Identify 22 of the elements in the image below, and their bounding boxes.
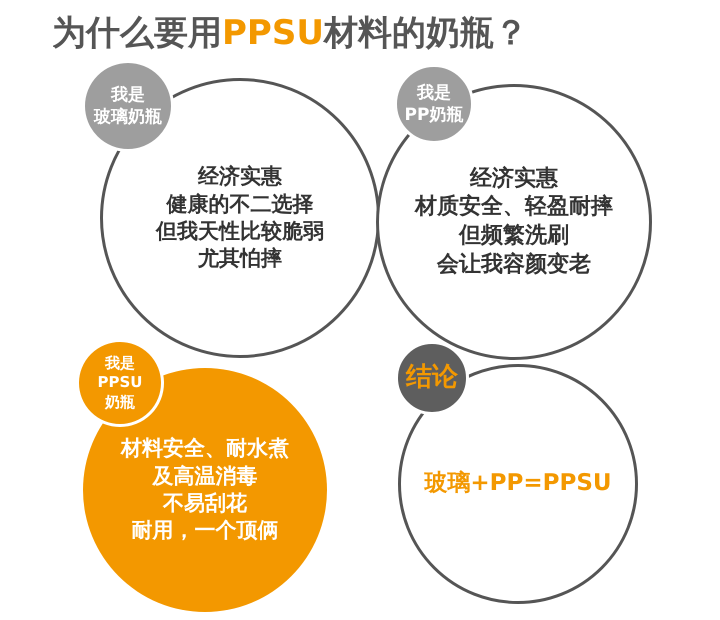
circle-text: 尤其怕摔 <box>198 245 282 272</box>
circle-text: PPSU <box>98 373 142 393</box>
circle-text: 我是 <box>417 82 451 104</box>
circle-text: 材料安全、耐水煮 <box>121 435 289 462</box>
circle-text: 但频繁洗刷 <box>459 222 569 250</box>
circle-text: 及高温消毒 <box>152 462 258 490</box>
circle-text: 经济实惠 <box>198 163 282 190</box>
circle-text: 材质安全、轻盈耐摔 <box>415 193 613 222</box>
circle-text: PP奶瓶 <box>404 104 464 126</box>
circle-text: 耐用，一个顶俩 <box>132 517 278 544</box>
circle-text: 奶瓶 <box>105 392 135 412</box>
circle-text: 我是 <box>111 84 145 106</box>
circle-text: 玻璃+PP=PPSU <box>424 469 612 498</box>
circle-text: 不易刮花 <box>163 490 247 517</box>
circle-text: 结论 <box>406 361 458 394</box>
circle-text: 但我天性比较脆弱 <box>156 218 324 245</box>
circle-text: 健康的不二选择 <box>166 190 314 218</box>
circle-text: 会让我容颜变老 <box>437 250 591 279</box>
circle-text: 经济实惠 <box>470 164 558 193</box>
circle-text: 玻璃奶瓶 <box>94 106 162 128</box>
title: 为什么要用PPSU材料的奶瓶？ <box>52 12 528 55</box>
circle-text: 我是 <box>105 354 135 374</box>
